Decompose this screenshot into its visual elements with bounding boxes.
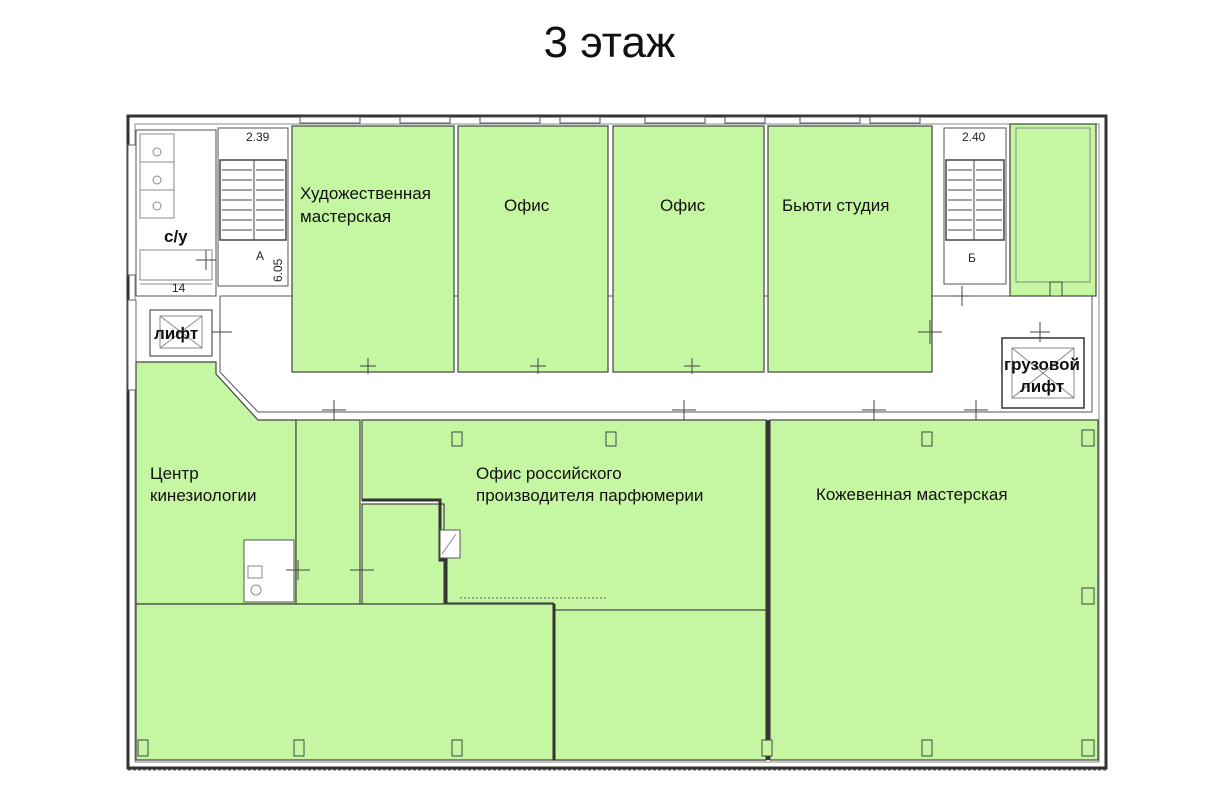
room-perfume-small (361, 503, 445, 605)
label-art-studio-2: мастерская (300, 207, 391, 226)
room-kinesiology-2 (295, 419, 361, 605)
room-top-right (1009, 123, 1097, 297)
windows-top (299, 116, 921, 124)
room-leather-workshop (769, 419, 1099, 761)
floor-title: 3 этаж (543, 18, 676, 67)
wc-number: 14 (172, 281, 186, 295)
room-beauty-studio (767, 125, 933, 373)
stair-b (943, 127, 1007, 285)
label-office-1: Офис (504, 196, 550, 215)
stair-b-letter: Б (968, 251, 976, 265)
label-beauty-studio: Бьюти студия (782, 196, 889, 215)
stair-a (217, 127, 289, 287)
columns (137, 281, 1095, 757)
room-bottom-left (135, 603, 555, 761)
stair-a-dim: 6.05 (271, 258, 285, 282)
room-office-2 (612, 125, 765, 373)
room-office-1 (457, 125, 609, 373)
label-freight-lift-2: лифт (1020, 377, 1064, 396)
inner-wall-line (134, 123, 1100, 763)
label-leather-workshop: Кожевенная мастерская (816, 485, 1008, 504)
crosshairs (196, 250, 1050, 580)
room-wc (135, 129, 217, 297)
label-perfume-office-2: производителя парфюмерии (476, 486, 703, 505)
label-kinesiology-1: Центр (150, 464, 199, 483)
window-left-2 (127, 299, 137, 391)
label-office-2: Офис (660, 196, 706, 215)
room-kinesiology-wc (243, 539, 295, 603)
stair-a-code: 2.39 (246, 130, 270, 144)
stair-a-letter: А (256, 249, 264, 263)
label-lift: лифт (154, 324, 198, 343)
stair-b-code: 2.40 (962, 130, 986, 144)
label-art-studio-1: Художественная (300, 184, 431, 203)
label-freight-lift-1: грузовой (1004, 355, 1080, 374)
label-wc: с/у (164, 227, 188, 246)
room-art-studio (291, 125, 455, 373)
window-left (127, 144, 137, 276)
label-kinesiology-2: кинезиологии (150, 486, 257, 505)
label-perfume-office-1: Офис российского (476, 464, 622, 483)
